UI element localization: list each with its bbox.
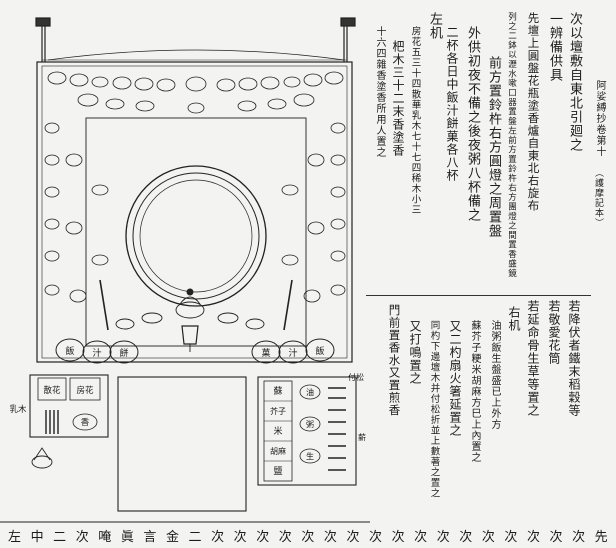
divider-horizontal <box>366 295 591 296</box>
bottom-char: 次 <box>414 530 428 545</box>
bottom-char: 次 <box>211 530 225 545</box>
bottom-char: 金 <box>165 530 179 545</box>
bottom-char: 次 <box>233 530 247 545</box>
bowl-label-right-2: 飯 <box>315 345 324 357</box>
right-table-pine: 付松 <box>348 372 364 382</box>
right-table-item-0: 蘇 <box>273 385 282 397</box>
right-table-item-2: 米 <box>273 425 282 437</box>
text-col-3: 列之二鉢以瀝水嗽口器置盤左前方置鈴杵右方團燈之間置香盛鏡 <box>506 12 517 278</box>
left-table-item-1: 房花 <box>76 385 94 396</box>
right-col-4: 油粥飯生盤盛已上外方 <box>489 320 500 430</box>
bottom-char: 次 <box>481 530 495 545</box>
book-title: 阿娑縛抄卷第十 <box>594 80 605 157</box>
bottom-char: 次 <box>346 530 360 545</box>
hearth-frame <box>85 117 307 347</box>
text-col-0: 次以壇敷自東北引廻之 <box>567 12 582 152</box>
bottom-char: 次 <box>301 530 315 545</box>
center-ritual-tools <box>99 279 293 352</box>
lower-center-box <box>117 376 247 512</box>
bottom-char: 二 <box>188 530 202 545</box>
text-col-5: 外供初夜不備之後夜粥八杯備之 <box>465 26 480 222</box>
right-table-item-3: 胡麻 <box>270 446 286 456</box>
left-side-vessels <box>44 122 109 303</box>
bowl-label-right-0: 菓 <box>261 347 270 359</box>
bottom-char: 次 <box>323 530 337 545</box>
right-col-5: 蘇芥子粳米胡麻方巳上內置之 <box>469 320 480 463</box>
bottom-char: 次 <box>572 530 586 545</box>
bottom-char: 中 <box>30 530 44 545</box>
right-table-raw: 生 <box>306 451 314 461</box>
bottom-char: 次 <box>436 530 450 545</box>
right-col-6: 又二杓扇火箸延置之 <box>448 320 462 437</box>
bowl-label-right-1: 汁 <box>288 347 297 359</box>
right-table-item-1: 芥子 <box>270 407 286 416</box>
bowl-label-left-0: 飯 <box>65 345 74 357</box>
text-col-7: 左机 <box>427 12 442 40</box>
left-table-item-2: 香 <box>81 417 90 428</box>
right-col-8: 又打鳴置之 <box>408 320 422 385</box>
altar-diagram: 飯 汁 餅 菓 汁 飯 散花 房花 香 乳木 蘇 芥子 米 胡麻 鹽 油 粥 生… <box>0 17 370 523</box>
bottom-char: 眞 <box>120 530 134 545</box>
text-col-8: 房花五三十四散華乳木七十七四稀木小三 <box>409 26 421 215</box>
right-col-2: 若延命骨生草等置之 <box>526 300 540 417</box>
left-table-item-0: 散花 <box>43 385 61 396</box>
altar-platform <box>36 61 353 363</box>
bottom-char: 次 <box>278 530 292 545</box>
right-table-rice: 粥 <box>306 419 314 429</box>
bottom-char: 次 <box>391 530 405 545</box>
hearth-circle-outer <box>125 165 267 307</box>
front-bowl-row <box>55 338 335 364</box>
bottom-char: 次 <box>526 530 540 545</box>
bottom-char: 唵 <box>98 530 112 545</box>
text-col-10: 十六四雜香塗香所用人置之 <box>374 26 385 158</box>
right-col-1: 若敬愛花筒 <box>547 300 561 365</box>
bottom-char: 次 <box>369 530 383 545</box>
text-col-9: 杷木三十二末香塗香 <box>391 40 405 157</box>
text-col-2: 先壇上圓盤花瓶塗香爐自東北右旋布 <box>526 12 541 212</box>
right-col-9: 門前置香水又置煎香 <box>387 304 402 417</box>
left-table <box>29 374 109 438</box>
right-col-3: 右机 <box>507 306 521 332</box>
bowl-label-left-2: 餅 <box>119 347 128 359</box>
bottom-char: 次 <box>459 530 473 545</box>
bottom-char: 次 <box>504 530 518 545</box>
bottom-char: 次 <box>549 530 563 545</box>
left-table-label: 乳木 <box>9 404 27 415</box>
bowl-label-left-1: 汁 <box>92 347 101 359</box>
right-table <box>257 376 357 486</box>
right-col-7: 同杓下邊壇木并付松折並上數著之置之 <box>428 320 440 499</box>
bottom-char: 二 <box>53 530 67 545</box>
right-table-item-4: 鹽 <box>273 465 282 477</box>
right-side-vessels <box>281 122 346 303</box>
text-col-6: 二杯各日中飯汁餅菓各八杯 <box>445 26 459 182</box>
bottom-text-row: 左 中 二 次 唵 眞 言 金 二 次 次 次 次 次 次 次 次 次 次 次 … <box>8 528 608 548</box>
top-vessel-row <box>47 71 344 92</box>
bottom-char: 左 <box>8 530 22 545</box>
bottom-char: 言 <box>143 530 157 545</box>
chapter-note: （護摩記本） <box>593 168 603 228</box>
bottom-char: 次 <box>75 530 89 545</box>
right-table-oil: 油 <box>306 387 314 397</box>
bottom-char: 次 <box>256 530 270 545</box>
bottom-char: 先 <box>594 530 608 545</box>
right-table-wood: 薪 <box>358 432 366 442</box>
text-col-1: 一辨備供具 <box>547 12 562 82</box>
text-col-4: 前方置鈴杵右方圓燈之周置盤 <box>486 56 501 238</box>
right-col-0: 若降伏者鐵末稻穀等 <box>567 300 581 417</box>
